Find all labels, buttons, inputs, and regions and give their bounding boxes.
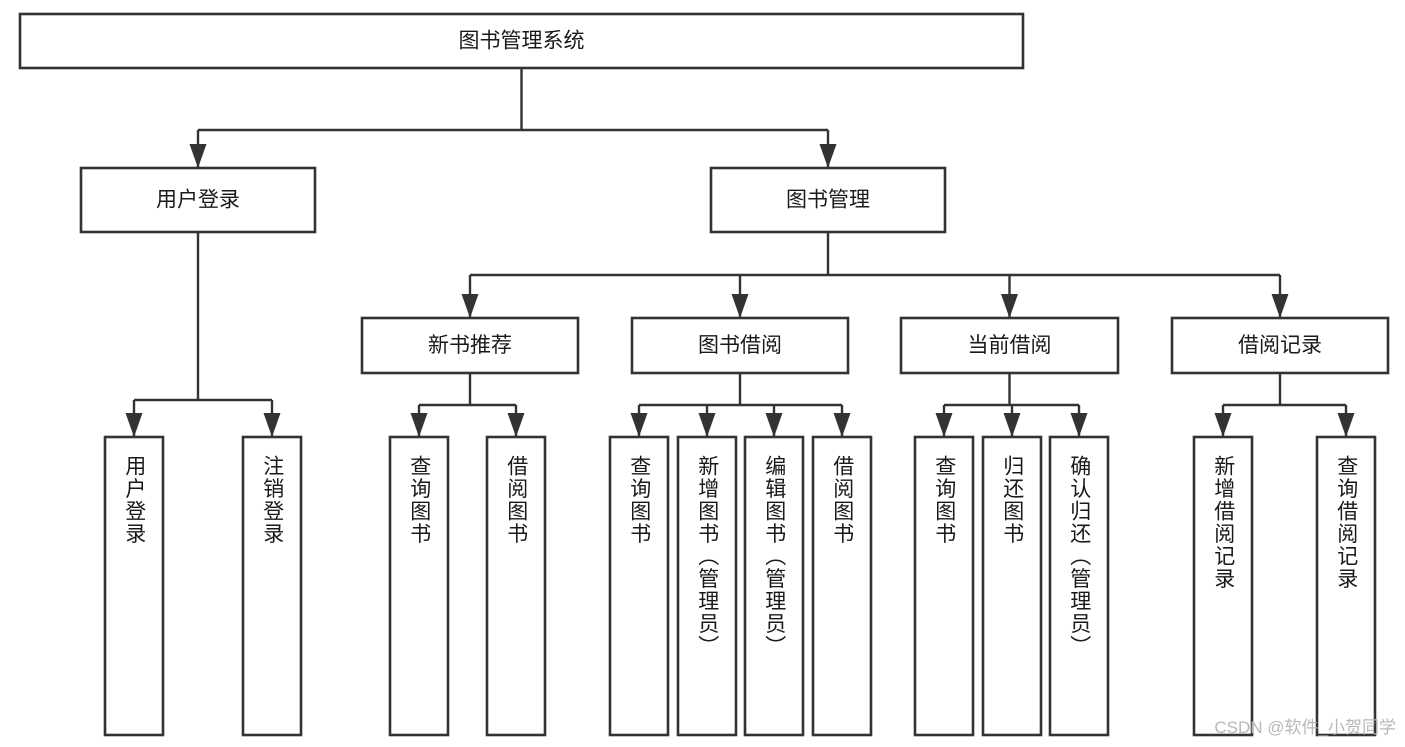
node-label-l1-图书管理: 图书管理 (786, 189, 870, 212)
node-box-l2-当前借阅[interactable] (899, 316, 1120, 375)
arrow-head-icon (189, 144, 207, 168)
arrow-head-icon (1003, 413, 1021, 437)
node-box-l2-图书借阅[interactable] (630, 316, 850, 375)
node-box-leaf-查询图书[interactable] (913, 435, 975, 737)
node-box-leaf-查询图书[interactable] (388, 435, 450, 737)
node-boxes-layer (18, 12, 1390, 737)
node-box-leaf-确认归还-管理员[interactable] (1048, 435, 1110, 737)
node-box-leaf-借阅图书[interactable] (811, 435, 873, 737)
node-box-leaf-新增图书-管理员[interactable] (676, 435, 738, 737)
arrow-head-icon (1214, 413, 1232, 437)
node-box-leaf-查询借阅记录[interactable] (1315, 435, 1377, 737)
node-box-leaf-编辑图书-管理员[interactable] (743, 435, 805, 737)
arrow-head-icon (833, 413, 851, 437)
arrow-head-icon (765, 413, 783, 437)
arrow-head-icon (1001, 294, 1018, 318)
arrow-head-icon (819, 144, 837, 168)
arrow-head-icon (507, 413, 525, 437)
arrow-head-icon (935, 413, 953, 437)
node-box-leaf-查询图书[interactable] (608, 435, 670, 737)
arrow-head-icon (1337, 413, 1355, 437)
node-label-l2-新书推荐: 新书推荐 (428, 334, 512, 357)
arrow-head-icon (1271, 294, 1289, 318)
watermark-label: CSDN @软件_小贺同学 (1214, 718, 1396, 737)
arrow-head-icon (263, 413, 281, 437)
node-label-l2-借阅记录: 借阅记录 (1238, 334, 1322, 357)
node-box-root-图书管理系统[interactable] (18, 12, 1025, 70)
node-box-leaf-新增借阅记录[interactable] (1192, 435, 1254, 737)
node-label-root-图书管理系统: 图书管理系统 (459, 30, 585, 53)
arrow-head-icon (731, 294, 749, 318)
node-box-leaf-注销登录[interactable] (241, 435, 303, 737)
node-label-l2-图书借阅: 图书借阅 (698, 334, 782, 357)
arrow-head-icon (461, 294, 479, 318)
node-box-leaf-用户登录[interactable] (103, 435, 165, 737)
node-label-l1-用户登录: 用户登录 (156, 189, 240, 212)
arrow-head-icon (125, 413, 143, 437)
connectors-layer (125, 68, 1355, 437)
arrow-head-icon (630, 413, 648, 437)
arrow-head-icon (410, 413, 428, 437)
node-box-l2-借阅记录[interactable] (1170, 316, 1390, 375)
node-box-l1-用户登录[interactable] (79, 166, 317, 234)
node-box-l1-图书管理[interactable] (709, 166, 947, 234)
node-box-l2-新书推荐[interactable] (360, 316, 580, 375)
node-label-l2-当前借阅: 当前借阅 (968, 334, 1052, 357)
node-box-leaf-借阅图书[interactable] (485, 435, 547, 737)
arrow-head-icon (1070, 413, 1088, 437)
arrow-head-icon (698, 413, 716, 437)
node-box-leaf-归还图书[interactable] (981, 435, 1043, 737)
